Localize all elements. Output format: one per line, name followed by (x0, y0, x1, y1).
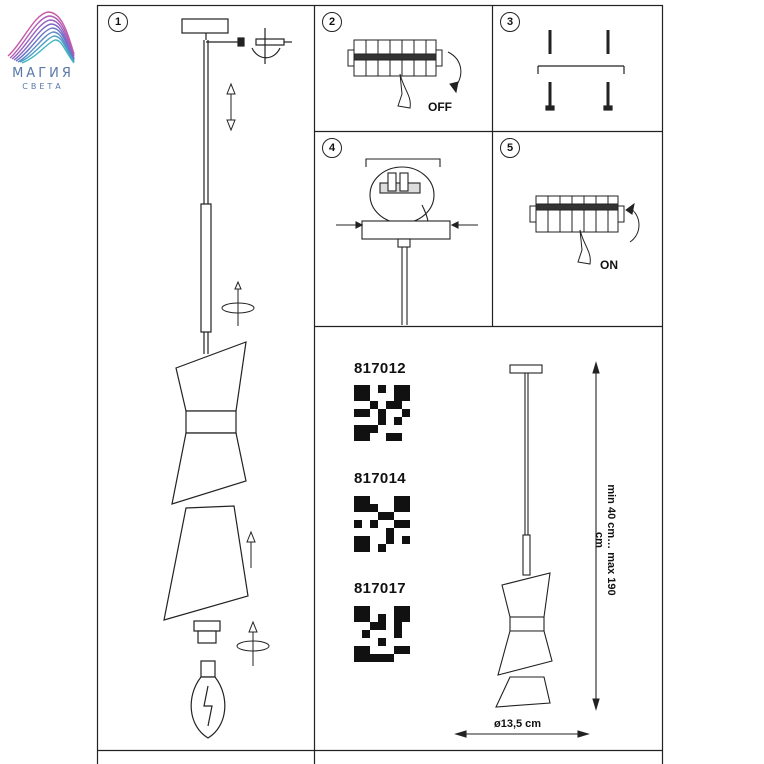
step-5-number: 5 (500, 138, 520, 158)
step-2-number: 2 (322, 12, 342, 32)
model-code: 817012 (354, 360, 406, 377)
diameter-dimension-label: ø13,5 cm (494, 718, 542, 730)
step-1-number: 1 (108, 12, 128, 32)
mounting-screws-drawing (537, 30, 625, 111)
breaker-on-drawing (529, 195, 640, 265)
wiring-connection-drawing (336, 158, 478, 325)
on-label: ON (600, 258, 618, 272)
breaker-off-drawing (347, 39, 462, 109)
off-label: OFF (428, 100, 452, 114)
step-4-number: 4 (322, 138, 342, 158)
assembly-drawing (163, 18, 292, 739)
brand-logo-icon (7, 11, 75, 64)
dimensions-drawing (454, 361, 600, 738)
brand-name: МАГИЯ (12, 66, 74, 81)
model-code: 817017 (354, 580, 406, 597)
step-3-number: 3 (500, 12, 520, 32)
height-dimension-label: min 40 cm… max 190 cm (593, 484, 617, 596)
brand-tagline: СВЕТА (22, 82, 64, 91)
qr-code-icon (354, 385, 410, 441)
qr-code-icon (354, 496, 410, 552)
qr-code-icon (354, 606, 410, 662)
model-code: 817014 (354, 470, 406, 487)
